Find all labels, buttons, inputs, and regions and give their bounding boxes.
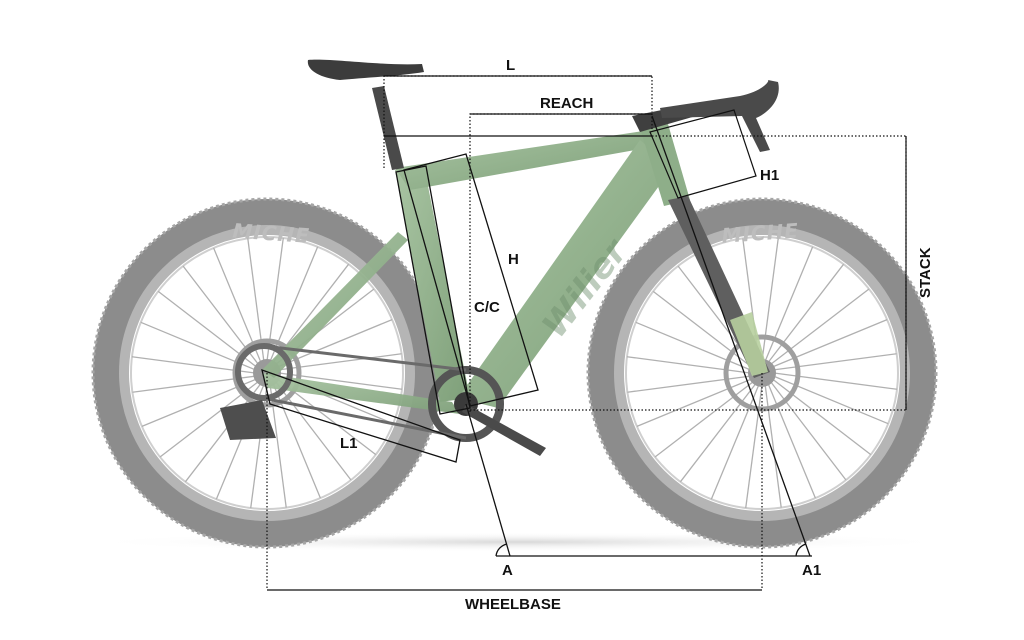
head-angle-arc <box>795 543 807 557</box>
spoke <box>771 378 872 456</box>
label-a: A <box>502 562 513 579</box>
spoke <box>769 381 847 481</box>
spoke <box>773 372 898 390</box>
label-reach: REACH <box>540 95 593 112</box>
label-l1: L1 <box>340 435 358 452</box>
stack-dimension <box>470 135 907 411</box>
spoke <box>767 263 845 364</box>
fork-leg-highlight <box>730 312 768 376</box>
label-h: H <box>508 251 519 268</box>
seat-angle-line <box>465 403 511 557</box>
rear-rim-brand: MICHE <box>232 219 311 248</box>
chain <box>261 344 467 440</box>
seatpost <box>372 86 404 170</box>
l1-dimension <box>261 368 461 463</box>
front-wheel: MICHE <box>586 197 938 549</box>
label-stack: STACK <box>917 247 934 298</box>
seat-angle-arc <box>495 543 508 557</box>
label-wheelbase: WHEELBASE <box>465 596 561 613</box>
spoke <box>767 383 817 499</box>
h1-dimension <box>649 109 757 199</box>
spoke <box>652 290 753 368</box>
label-cc: C/C <box>474 299 500 316</box>
spoke <box>773 353 897 371</box>
spoke <box>710 384 760 500</box>
spoke <box>626 356 751 374</box>
spoke <box>773 375 889 425</box>
cc-dimension <box>395 165 471 415</box>
rear-derailleur <box>220 400 276 440</box>
h-dimension <box>403 153 539 407</box>
spoke <box>627 375 751 393</box>
spoke <box>636 378 752 428</box>
label-h1: H1 <box>760 167 779 184</box>
spoke <box>770 288 870 366</box>
spoke <box>761 237 779 362</box>
handlebar <box>660 80 779 152</box>
geometry-overlay <box>261 75 907 591</box>
head-angle-line <box>651 115 811 557</box>
spoke <box>679 382 757 483</box>
crank-arm <box>462 404 546 456</box>
spoke <box>764 384 782 508</box>
label-a1: A1 <box>802 562 821 579</box>
l-dimension <box>383 75 653 168</box>
label-l: L <box>506 57 515 74</box>
spoke <box>745 384 763 509</box>
spoke <box>764 246 814 362</box>
front-rim-brand: MICHE <box>721 218 800 247</box>
spoke <box>654 380 754 458</box>
spoke <box>635 321 751 371</box>
saddle <box>307 59 424 80</box>
spoke <box>772 318 888 368</box>
